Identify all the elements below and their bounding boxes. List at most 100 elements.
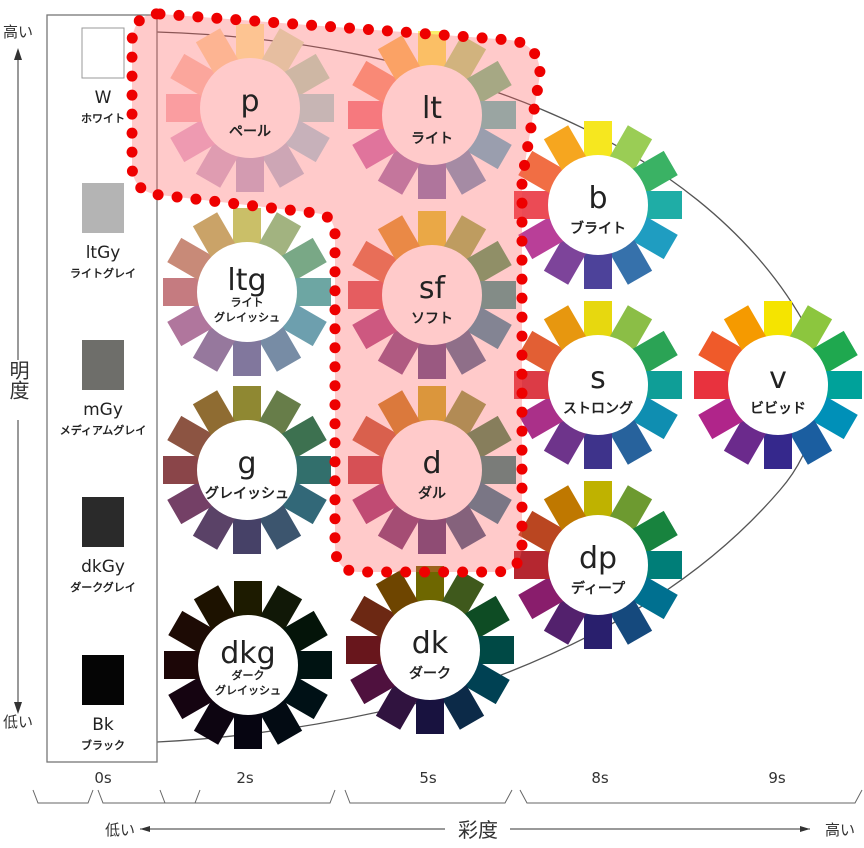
hue-swatch bbox=[170, 53, 216, 97]
hue-swatch bbox=[163, 456, 199, 484]
hue-swatch bbox=[443, 390, 487, 436]
hue-swatch bbox=[282, 676, 328, 720]
hue-swatch bbox=[518, 510, 564, 554]
hue-swatch bbox=[167, 237, 213, 281]
hue-swatch bbox=[609, 305, 653, 351]
tone-name: ディープ bbox=[571, 580, 626, 597]
wheel-center bbox=[382, 245, 482, 345]
tone-abbr: lt bbox=[422, 91, 442, 126]
hue-swatch bbox=[646, 191, 682, 219]
gray-swatch-ltgy bbox=[82, 183, 124, 233]
hue-swatch bbox=[192, 212, 236, 258]
hue-swatch bbox=[478, 636, 514, 664]
gray-swatch-bk bbox=[82, 655, 124, 705]
tone-name: グレイッシュ bbox=[215, 683, 281, 697]
tone-abbr: s bbox=[590, 361, 606, 396]
hue-swatch bbox=[609, 239, 653, 285]
hue-swatch bbox=[350, 595, 396, 639]
gray-name: ライトグレイ bbox=[70, 266, 136, 280]
tone-name: ブライト bbox=[570, 220, 626, 237]
hue-swatch bbox=[281, 415, 327, 459]
tone-wheel-b bbox=[514, 121, 682, 289]
saturation-axis: 低い 彩度 高い bbox=[105, 818, 855, 842]
hue-swatch bbox=[464, 661, 510, 705]
tone-wheel-g bbox=[163, 386, 331, 554]
tone-wheel-dk bbox=[346, 566, 514, 734]
hue-swatch bbox=[418, 163, 446, 199]
tone-name: ダーク bbox=[232, 668, 265, 682]
wheel-center bbox=[197, 242, 297, 342]
hue-swatch bbox=[377, 329, 421, 375]
tone-wheel-lt bbox=[348, 31, 516, 199]
saturation-low-label: 低い bbox=[105, 821, 135, 839]
hue-swatch bbox=[375, 684, 419, 730]
hue-swatch bbox=[236, 156, 264, 192]
hue-swatch bbox=[377, 149, 421, 195]
hue-swatch bbox=[464, 595, 510, 639]
wheel-center bbox=[200, 58, 300, 158]
hue-swatch bbox=[295, 278, 331, 306]
gray-abbr: W bbox=[95, 88, 112, 108]
hue-swatch bbox=[352, 306, 398, 350]
hue-swatch bbox=[258, 504, 302, 550]
hue-swatch bbox=[168, 610, 214, 654]
hue-swatch bbox=[764, 433, 792, 469]
hue-swatch bbox=[281, 481, 327, 525]
hue-swatch bbox=[259, 585, 303, 631]
tone-abbr: g bbox=[237, 446, 256, 481]
hue-swatch bbox=[352, 60, 398, 104]
hue-swatch bbox=[377, 504, 421, 550]
gray-abbr: ltGy bbox=[86, 243, 121, 263]
hue-swatch bbox=[543, 305, 587, 351]
hue-swatch bbox=[518, 330, 564, 374]
hue-swatch bbox=[282, 610, 328, 654]
tone-name: ダーク bbox=[409, 665, 451, 682]
arrow-down-icon bbox=[14, 702, 22, 714]
hue-swatch bbox=[514, 551, 550, 579]
hue-swatch bbox=[466, 240, 512, 284]
hue-swatch bbox=[812, 396, 858, 440]
tone-label-g: g グレイッシュ bbox=[205, 446, 289, 502]
saturation-high-label: 高い bbox=[825, 821, 855, 839]
hue-swatch bbox=[377, 390, 421, 436]
hue-swatch bbox=[466, 60, 512, 104]
hue-swatch bbox=[170, 119, 216, 163]
hue-swatch bbox=[443, 329, 487, 375]
hue-swatch bbox=[698, 396, 744, 440]
tone-wheel-d bbox=[348, 386, 516, 554]
tone-wheel-dp bbox=[514, 481, 682, 649]
hue-swatch bbox=[441, 684, 485, 730]
tone-abbr: dkg bbox=[220, 636, 275, 671]
hue-swatch bbox=[281, 237, 327, 281]
tone-wheel-s bbox=[514, 301, 682, 469]
tone-name: ライト bbox=[231, 296, 264, 309]
hue-swatch bbox=[543, 125, 587, 171]
hue-swatch bbox=[646, 551, 682, 579]
hue-swatch bbox=[518, 216, 564, 260]
hue-swatch bbox=[443, 215, 487, 261]
tone-abbr: v bbox=[769, 361, 787, 396]
tone-name: グレイッシュ bbox=[205, 485, 289, 502]
hue-swatch bbox=[168, 676, 214, 720]
wheel-center bbox=[380, 600, 480, 700]
hue-swatch bbox=[609, 419, 653, 465]
wheel-center bbox=[382, 65, 482, 165]
tone-name: ソフト bbox=[411, 311, 453, 327]
hue-swatch bbox=[281, 303, 327, 347]
hue-swatch bbox=[441, 570, 485, 616]
hue-swatch bbox=[377, 215, 421, 261]
hue-swatch bbox=[258, 326, 302, 372]
hue-swatch bbox=[258, 212, 302, 258]
hue-swatch bbox=[346, 636, 382, 664]
tone-abbr: ltg bbox=[227, 263, 266, 298]
hue-swatch bbox=[466, 126, 512, 170]
lightness-low-label: 低い bbox=[3, 713, 33, 731]
gray-swatch-mgy bbox=[82, 340, 124, 390]
hue-swatch bbox=[466, 481, 512, 525]
tone-wheel-sf bbox=[348, 211, 516, 379]
hue-swatch bbox=[192, 326, 236, 372]
